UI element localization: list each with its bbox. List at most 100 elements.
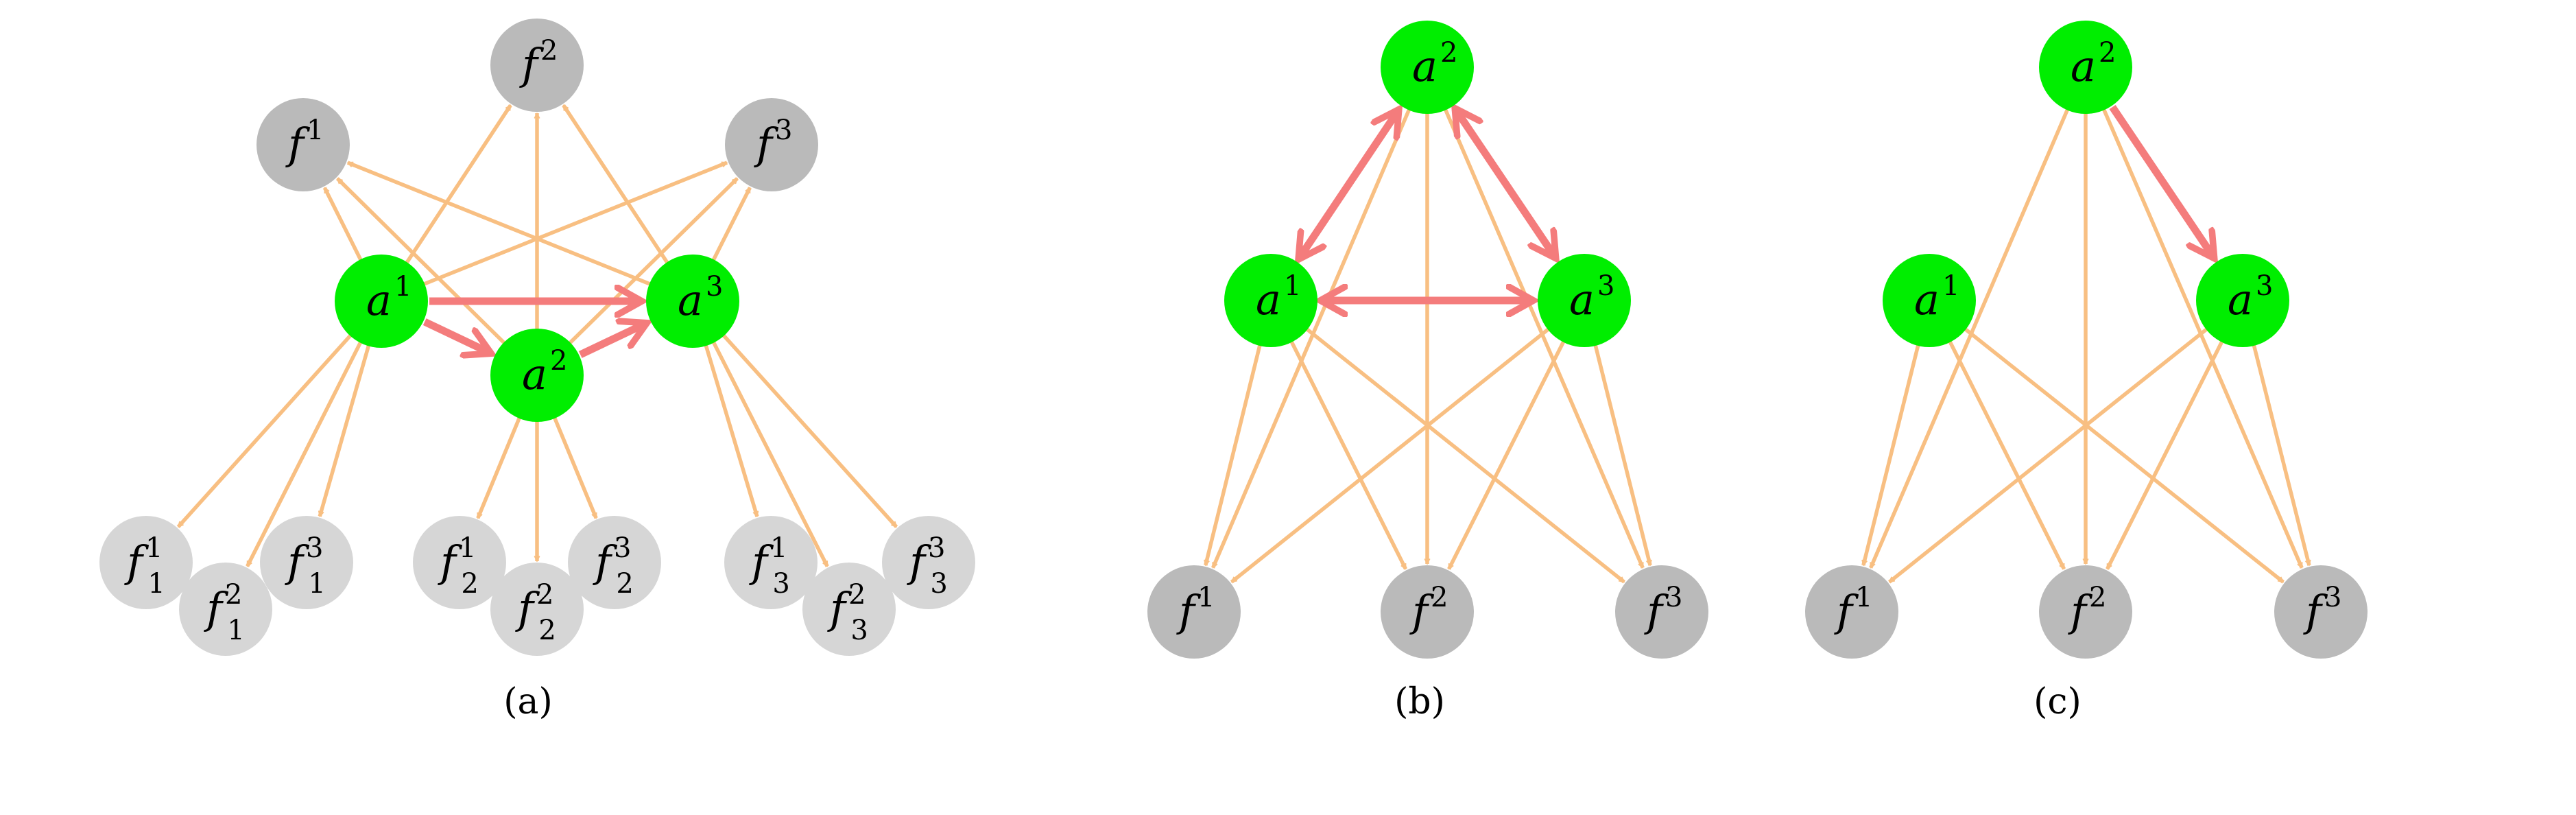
subfactor-node-circle	[413, 516, 506, 609]
influence-edge-a2-f1	[335, 177, 508, 346]
influence-edge-a1-f1	[1204, 342, 1263, 565]
influence-edge-a2-f1	[1869, 106, 2071, 568]
subfactor-node-circle	[724, 516, 818, 609]
label-superscript: 3	[706, 271, 723, 303]
label-subscript: 2	[616, 568, 633, 600]
label-base: a	[2228, 274, 2253, 324]
label-superscript: 1	[1284, 270, 1301, 302]
label-superscript: 2	[1431, 582, 1448, 613]
influence-edge-a3-f1	[1888, 326, 2210, 584]
label-superscript: 2	[2089, 582, 2106, 613]
label-superscript: 2	[225, 579, 242, 611]
influence-edge-a2-f21	[476, 415, 523, 518]
agent-node-circle	[1883, 254, 1976, 347]
influence-edge-a3-f2	[2106, 338, 2225, 569]
influence-edge-a1-f3	[1962, 326, 2285, 584]
factor-node-circle	[1615, 565, 1708, 659]
influence-edge-a1-f12	[246, 339, 363, 566]
influence-edge-a3-f31	[703, 342, 759, 517]
influence-edge-a1-f2	[1947, 338, 2066, 569]
subfactor-node-circle	[802, 563, 896, 656]
influence-edge-a3-f2	[562, 105, 671, 266]
influence-edge-a3-f33	[720, 332, 898, 528]
agent-node-circle	[2196, 254, 2289, 347]
label-superscript: 1	[1855, 582, 1872, 613]
label-superscript: 2	[1440, 37, 1457, 69]
influence-edge-a1-f1	[1861, 342, 1921, 565]
influence-edge-a1-f1	[322, 188, 363, 263]
label-superscript: 1	[145, 532, 163, 564]
agent-node-circle	[646, 255, 739, 348]
label-subscript: 3	[772, 568, 789, 600]
subfactor-node-circle	[882, 516, 975, 609]
agent-edge-a2-a3	[1455, 108, 1555, 259]
subfactor-node-circle	[490, 563, 584, 656]
panel-caption-2: (c)	[2034, 681, 2082, 722]
agent-node-circle	[490, 329, 584, 422]
label-superscript: 3	[1665, 582, 1682, 613]
label-base: a	[1256, 274, 1281, 324]
label-superscript: 3	[1597, 270, 1614, 302]
agent-node-circle	[2039, 21, 2132, 114]
factor-node-circle	[2274, 565, 2368, 659]
label-superscript: 1	[394, 271, 412, 303]
label-superscript: 1	[459, 532, 476, 564]
label-subscript: 3	[850, 615, 868, 646]
label-subscript: 1	[308, 568, 325, 600]
agent-edge-a2-a3	[2109, 104, 2215, 259]
panel-caption-0: (a)	[503, 681, 553, 722]
label-superscript: 1	[1197, 582, 1215, 613]
influence-edge-a1-f13	[318, 342, 372, 517]
factor-node-circle	[490, 19, 584, 112]
influence-edge-a3-f3	[1593, 342, 1652, 565]
panel-caption-1: (b)	[1394, 681, 1445, 722]
influence-edge-a2-f23	[551, 415, 598, 518]
label-superscript: 3	[614, 532, 631, 564]
label-superscript: 2	[536, 579, 553, 611]
label-superscript: 2	[550, 345, 567, 377]
label-subscript: 3	[930, 568, 947, 600]
influence-edge-a1-f3	[421, 161, 727, 287]
factor-node-circle	[1381, 565, 1474, 659]
label-superscript: 1	[307, 115, 324, 146]
influence-edge-a3-f3	[2251, 342, 2311, 565]
label-base: a	[678, 275, 703, 325]
label-superscript: 3	[306, 532, 323, 564]
subfactor-node-circle	[179, 563, 272, 656]
influence-edge-a1-f11	[176, 332, 354, 528]
label-superscript: 2	[540, 35, 558, 67]
label-superscript: 1	[1942, 270, 1959, 302]
label-superscript: 3	[928, 532, 945, 564]
label-superscript: 2	[848, 579, 866, 611]
label-base: a	[522, 349, 547, 399]
label-subscript: 2	[538, 615, 556, 646]
